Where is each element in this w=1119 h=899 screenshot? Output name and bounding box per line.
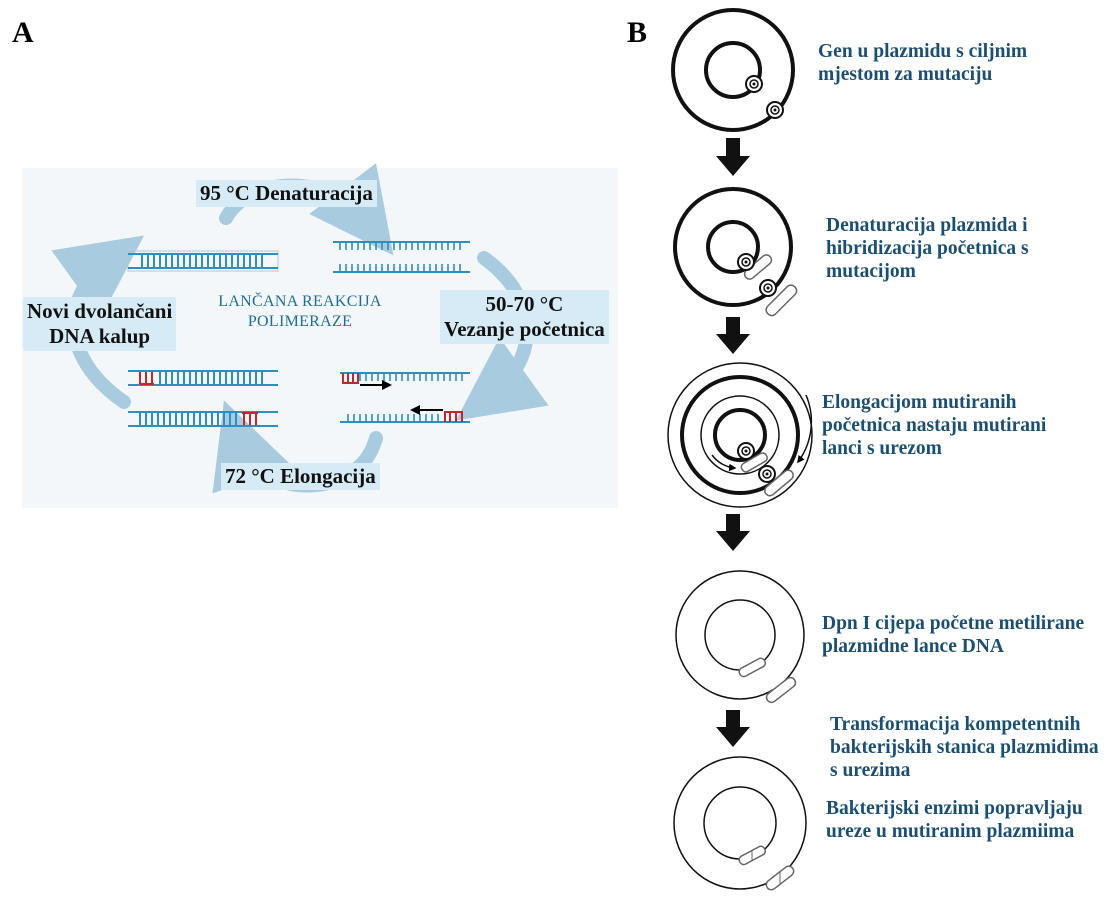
dna-double-strand [127, 250, 279, 272]
plasmid-step-3 [667, 362, 813, 508]
plasmid-step-4 [675, 570, 805, 704]
primer-forward [342, 373, 359, 384]
step-3-line3: lanci s urezom [822, 438, 942, 459]
step-2-line3: mutacijom [826, 261, 916, 282]
step-5-line3: s urezima [830, 760, 911, 781]
dna-single-strands-denatured [333, 241, 470, 273]
plasmid-step-1 [671, 8, 795, 132]
step-4-line2: plazmidne lance DNA [822, 636, 1004, 657]
elongation-label: 72 °C Elongacija [221, 463, 380, 490]
step-6-line1: Bakterijski enzimi popravljaju [826, 798, 1083, 819]
step-3-text: Elongacijom mutiranih početnica nastaju … [822, 391, 1046, 460]
template-label-line1: Novi dvolančani [27, 299, 173, 323]
step-arrow-3 [716, 514, 750, 551]
annealing-label-line2: Vezanje početnica [444, 317, 605, 341]
step-4-text: Dpn I cijepa početne metilirane plazmidn… [822, 612, 1084, 658]
step-2-line2: hibridizacija početnica s [826, 238, 1029, 259]
step-3-line1: Elongacijom mutiranih [822, 392, 1017, 413]
step-arrow-1 [716, 138, 750, 176]
step-6-line2: ureze u mutiranim plazmiima [826, 821, 1075, 842]
step-6-text: Bakterijski enzimi popravljaju ureze u m… [826, 797, 1083, 843]
plasmid-step-2 [673, 187, 798, 317]
step-arrow-4 [716, 710, 750, 747]
dna-primers-annealed [340, 372, 470, 423]
panel-a-letter: A [12, 16, 34, 49]
step-1-text: Gen u plazmidu s ciljnim mjestom za muta… [818, 40, 1027, 86]
mutagenic-primer-outer [765, 284, 798, 317]
pcr-title-line1: LANČANA REAKCIJA [218, 293, 382, 310]
plasmid-step-5 [673, 756, 807, 891]
primer-reverse [444, 411, 463, 422]
template-label-line2: DNA kalup [49, 324, 151, 348]
step-4-line1: Dpn I cijepa početne metilirane [822, 613, 1085, 634]
step-1-line2: mjestom za mutaciju [818, 64, 993, 85]
pcr-title-line2: POLIMERAZE [247, 313, 353, 330]
annealing-label: 50-70 °C Vezanje početnica [440, 290, 609, 344]
step-2-line1: Denaturacija plazmida i [826, 215, 1028, 236]
step-3-line2: početnica nastaju mutirani [822, 415, 1047, 436]
step-2-text: Denaturacija plazmida i hibridizacija po… [826, 214, 1029, 283]
step-arrow-2 [716, 317, 750, 354]
annealing-label-line1: 50-70 °C [485, 292, 564, 316]
elongation-arrow-inner [711, 454, 737, 472]
step-5-line2: bakterijskih stanica plazmidima [830, 737, 1099, 758]
step-5-line1: Transformacija kompetentnih [830, 714, 1081, 735]
template-label: Novi dvolančani DNA kalup [23, 297, 177, 351]
step-1-line1: Gen u plazmidu s ciljnim [818, 41, 1028, 62]
pcr-center-title: LANČANA REAKCIJA POLIMERAZE [200, 292, 400, 332]
panel-b-letter: B [627, 16, 648, 49]
elongation-arrow-outer [797, 394, 813, 464]
dna-new-double-strands [128, 370, 278, 427]
step-5-text: Transformacija kompetentnih bakterijskih… [830, 713, 1099, 782]
denaturation-label: 95 °C Denaturacija [196, 180, 377, 207]
